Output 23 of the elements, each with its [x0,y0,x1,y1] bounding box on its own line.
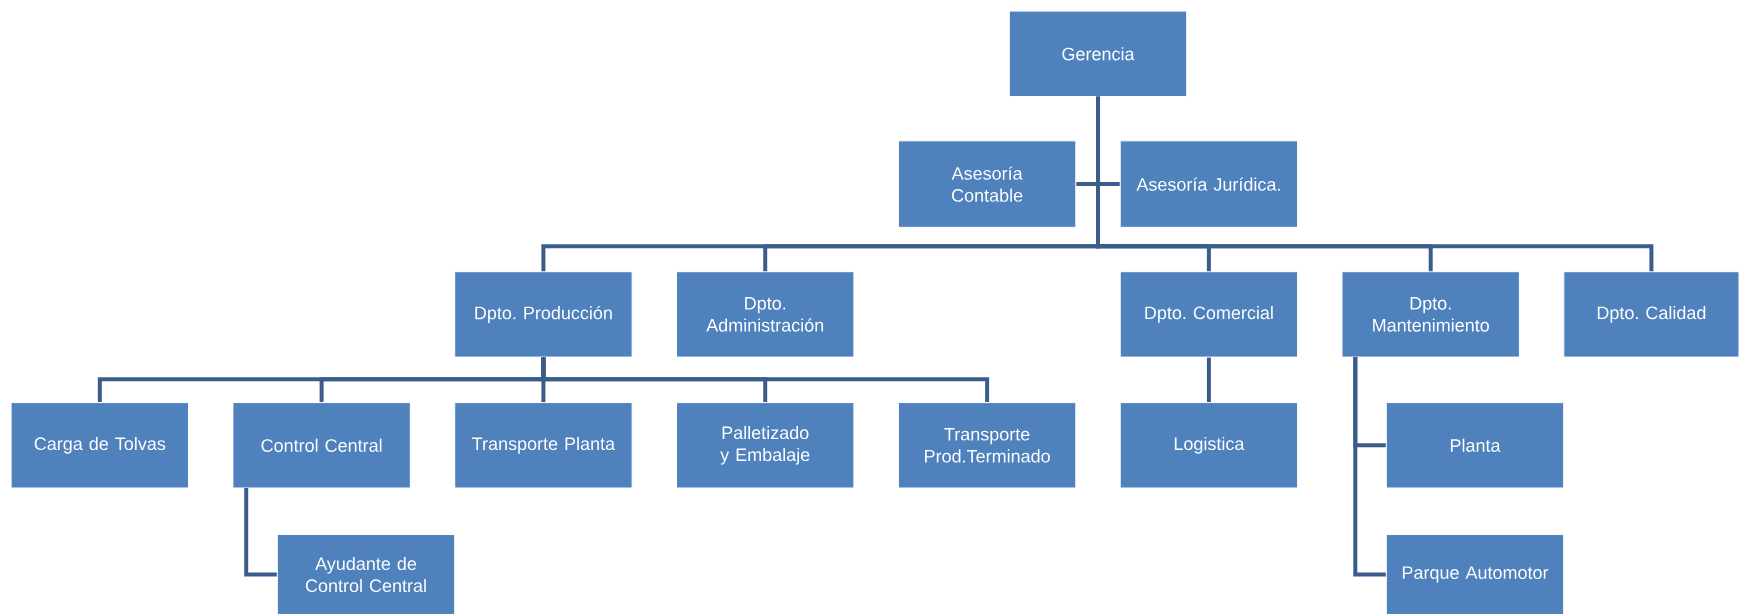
org-box: Planta [1385,402,1565,489]
org-box: Dpto. Calidad [1563,271,1739,358]
connector-line [244,488,277,577]
org-box: Carga de Tolvas [10,402,189,489]
org-box: Dpto. Producción [454,271,633,358]
org-box: Gerencia [1008,10,1188,97]
org-box: Dpto. Administración [676,271,855,358]
org-box: Transporte Planta [454,402,633,489]
connector-line [541,357,990,403]
org-box: Palletizado y Embalaje [676,402,855,489]
connector-line [1206,357,1211,403]
org-box: Dpto. Comercial [1119,271,1299,358]
org-box: Asesoría Contable [897,140,1077,228]
org-box: Asesoría Jurídica. [1119,140,1299,228]
connector-line [1353,357,1386,577]
org-box: Transporte Prod.Terminado [897,402,1077,489]
connector-line [1096,96,1120,187]
org-box: Control Central [232,402,411,489]
org-box: Dpto. Mantenimiento [1341,271,1520,358]
org-box: Ayudante de Control Central [276,534,456,615]
connector-line [1096,97,1654,272]
org-box: Parque Automotor [1385,534,1565,615]
org-box: Logistica [1119,402,1299,489]
